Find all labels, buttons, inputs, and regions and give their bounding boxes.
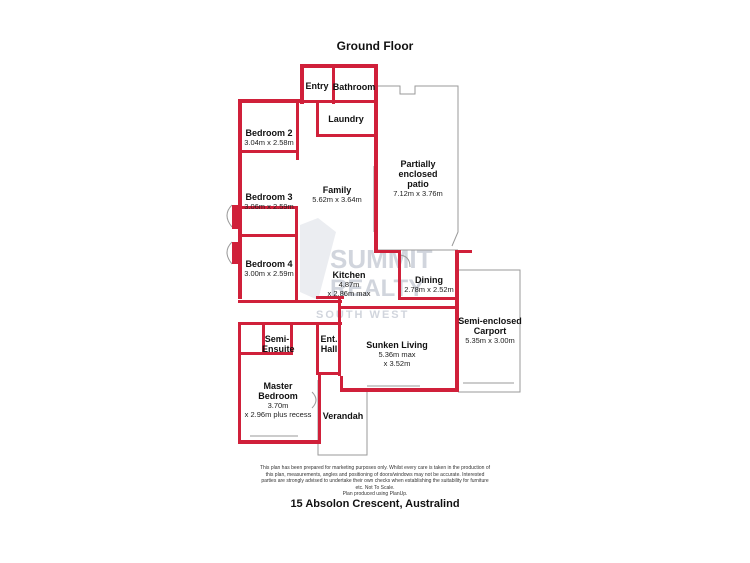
room-kitchen: Kitchen 4.87m x 2.86m max — [318, 270, 380, 298]
room-sunken-living: Sunken Living 5.36m max x 3.52m — [355, 340, 439, 368]
disclaimer-line-1: This plan has been prepared for marketin… — [259, 465, 491, 471]
disclaimer-line-4: etc. Not To Scale. — [355, 484, 395, 491]
room-semi-ensuite-label-1: Semi- — [264, 334, 290, 344]
room-entry-label: Entry — [305, 81, 329, 91]
room-sunken-living-dims-2: x 3.52m — [383, 359, 411, 368]
room-family-label: Family — [322, 185, 352, 195]
room-bedroom2-dims: 3.04m x 2.58m — [244, 138, 294, 147]
disclaimer-line-3: parties are strongly advised to undertak… — [261, 478, 489, 484]
room-bedroom2: Bedroom 2 3.04m x 2.58m — [242, 128, 296, 147]
watermark-line1: SUMMIT — [330, 244, 433, 274]
property-address: 15 Absolon Crescent, Australind — [290, 498, 460, 510]
room-dining-dims: 2.78m x 2.52m — [404, 285, 454, 294]
room-ent-hall-label-2: Hall — [320, 344, 338, 354]
room-laundry-label: Laundry — [328, 114, 364, 124]
room-patio-label-1: Partially — [400, 159, 436, 169]
room-master-dims-1: 3.70m — [267, 401, 289, 410]
watermark-logo: SUMMIT REALTY SOUTH WEST — [300, 218, 433, 321]
room-sunken-living-dims-1: 5.36m max — [378, 350, 416, 359]
room-patio-dims: 7.12m x 3.76m — [393, 189, 443, 198]
room-carport: Semi-enclosed Carport 5.35m x 3.00m — [458, 316, 522, 345]
room-bedroom3-dims: 3.06m x 2.59m — [244, 202, 294, 211]
room-patio: Partially enclosed patio 7.12m x 3.76m — [380, 159, 456, 198]
room-kitchen-label: Kitchen — [332, 270, 366, 280]
room-sunken-living-label: Sunken Living — [366, 340, 428, 350]
room-bedroom4-label: Bedroom 4 — [245, 259, 293, 269]
room-master-dims-2: x 2.96m plus recess — [244, 410, 312, 419]
floor-title: Ground Floor — [336, 39, 414, 53]
room-semi-ensuite: Semi- Ensuite — [262, 334, 295, 354]
room-patio-label-2: enclosed — [398, 169, 438, 179]
room-carport-label-1: Semi-enclosed — [458, 316, 522, 326]
disclaimer: This plan has been prepared for marketin… — [255, 465, 495, 498]
room-ent-hall: Ent. Hall — [318, 334, 340, 354]
room-bedroom2-label: Bedroom 2 — [245, 128, 293, 138]
room-dining-label: Dining — [415, 275, 443, 285]
room-carport-label-2: Carport — [473, 326, 507, 336]
watermark-line3: SOUTH WEST — [316, 309, 409, 321]
room-master-bedroom: Master Bedroom 3.70m x 2.96m plus recess — [240, 381, 316, 419]
room-master-label-1: Master — [263, 381, 293, 391]
room-bedroom4-dims: 3.00m x 2.59m — [244, 269, 294, 278]
room-bathroom-label: Bathroom — [332, 82, 376, 92]
disclaimer-line-5: Plan produced using PlanUp. — [342, 491, 408, 497]
room-family: Family 5.62m x 3.64m — [300, 185, 374, 204]
room-ent-hall-label-1: Ent. — [320, 334, 338, 344]
room-bedroom3: Bedroom 3 3.06m x 2.59m — [242, 192, 296, 211]
room-kitchen-dims-1: 4.87m — [338, 280, 360, 289]
room-patio-label-3: patio — [407, 179, 429, 189]
room-bedroom4: Bedroom 4 3.00m x 2.59m — [242, 259, 296, 278]
room-verandah-label: Verandah — [322, 411, 364, 421]
room-master-label-2: Bedroom — [258, 391, 298, 401]
room-kitchen-dims-2: x 2.86m max — [327, 289, 371, 298]
room-semi-ensuite-label-2: Ensuite — [262, 344, 295, 354]
walls — [232, 64, 472, 444]
disclaimer-line-2: this plan, measurements, angles and posi… — [265, 471, 485, 478]
room-carport-dims: 5.35m x 3.00m — [465, 336, 515, 345]
room-family-dims: 5.62m x 3.64m — [312, 195, 362, 204]
room-bedroom3-label: Bedroom 3 — [245, 192, 293, 202]
room-dining: Dining 2.78m x 2.52m — [402, 275, 456, 294]
